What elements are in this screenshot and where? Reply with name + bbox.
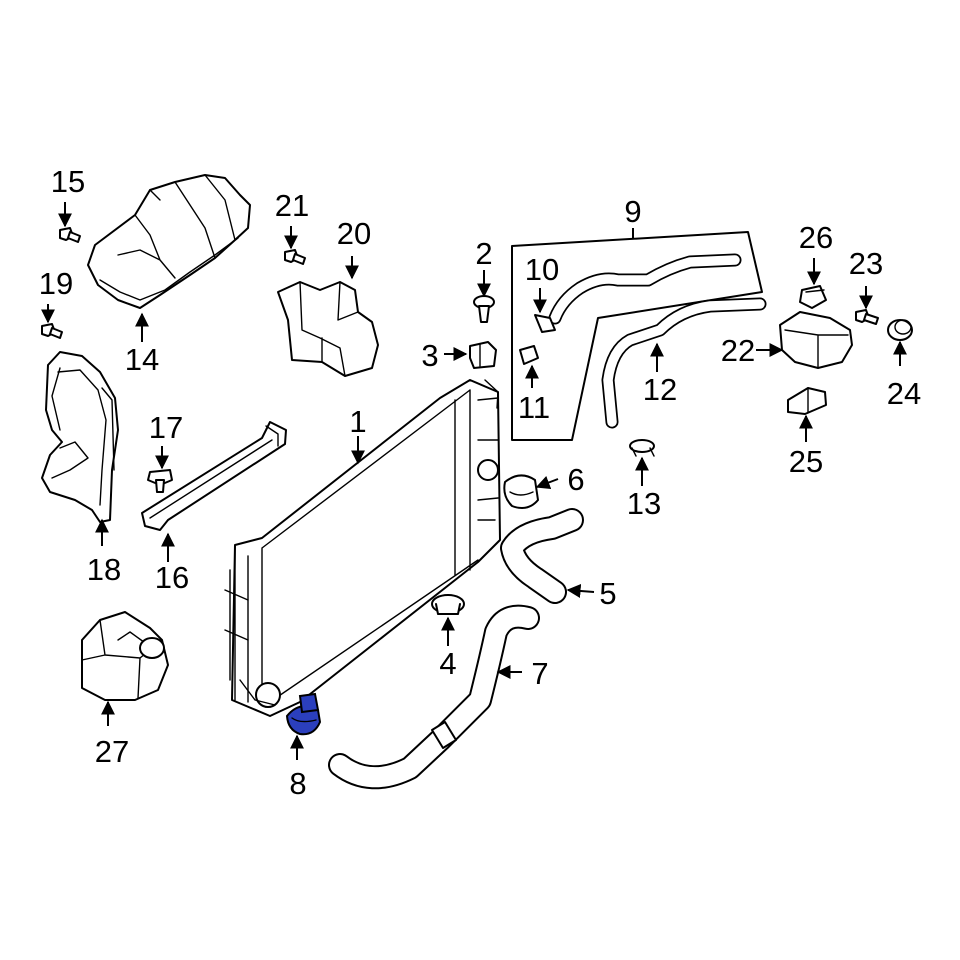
part-13-clamp[interactable]	[629, 439, 655, 457]
part-5-upper-hose[interactable]	[500, 508, 584, 604]
callout-8: 8	[289, 766, 306, 801]
callout-26: 26	[799, 220, 833, 255]
callout-labels: 1 2 3 4 5 6 7 8 9 10 11 12 13 14 15 16 1…	[39, 164, 921, 801]
part-16-bracket[interactable]	[141, 421, 287, 531]
part-25-bracket[interactable]	[787, 387, 827, 415]
callout-17: 17	[149, 410, 183, 445]
part-7-lower-hose[interactable]	[328, 604, 540, 790]
part-1-radiator[interactable]	[224, 379, 501, 717]
part-21-bolt[interactable]	[284, 249, 306, 265]
part-20-air-guide[interactable]	[277, 281, 379, 377]
callout-11: 11	[518, 390, 550, 425]
callout-4: 4	[439, 646, 456, 681]
part-22-reservoir[interactable]	[779, 311, 853, 369]
callout-6: 6	[567, 462, 584, 497]
callout-14: 14	[125, 342, 159, 377]
callout-12: 12	[643, 372, 677, 407]
part-6-clamp[interactable]	[503, 474, 539, 509]
part-14-engine-cover[interactable]	[87, 174, 251, 309]
part-27-module[interactable]	[81, 611, 169, 701]
callout-24: 24	[887, 376, 921, 411]
part-26-cap[interactable]	[799, 285, 827, 309]
callout-22: 22	[721, 333, 755, 368]
callout-13: 13	[627, 486, 661, 521]
callout-20: 20	[337, 216, 371, 251]
part-18-seal[interactable]	[41, 351, 119, 523]
callout-19: 19	[39, 266, 73, 301]
part-15-bolt[interactable]	[59, 227, 81, 243]
callout-27: 27	[95, 734, 129, 769]
callout-21: 21	[275, 188, 309, 223]
callout-5: 5	[599, 576, 616, 611]
part-24-cap[interactable]	[887, 319, 913, 341]
part-19-bolt[interactable]	[41, 323, 63, 339]
leader-lines	[41, 202, 907, 760]
callout-1: 1	[349, 404, 366, 439]
part-2-clip[interactable]	[473, 295, 495, 323]
callout-10: 10	[525, 252, 559, 287]
callout-9: 9	[624, 194, 641, 229]
callout-16: 16	[155, 560, 189, 595]
part-23-bolt[interactable]	[855, 309, 879, 325]
callout-25: 25	[789, 444, 823, 479]
callout-2: 2	[475, 236, 492, 271]
callout-15: 15	[51, 164, 85, 199]
part-3-bracket[interactable]	[469, 341, 497, 369]
part-12-overflow-hose[interactable]	[601, 297, 767, 429]
part-10-clip[interactable]	[534, 314, 556, 333]
part-8-clamp[interactable]	[285, 692, 322, 736]
part-9-small-hose[interactable]	[548, 253, 742, 325]
part-4-cap[interactable]	[431, 594, 465, 615]
callout-3: 3	[421, 338, 438, 373]
part-17-clip[interactable]	[147, 469, 173, 493]
part-11-clip[interactable]	[519, 345, 539, 365]
callout-7: 7	[531, 656, 548, 691]
callout-18: 18	[87, 552, 121, 587]
callout-23: 23	[849, 246, 883, 281]
